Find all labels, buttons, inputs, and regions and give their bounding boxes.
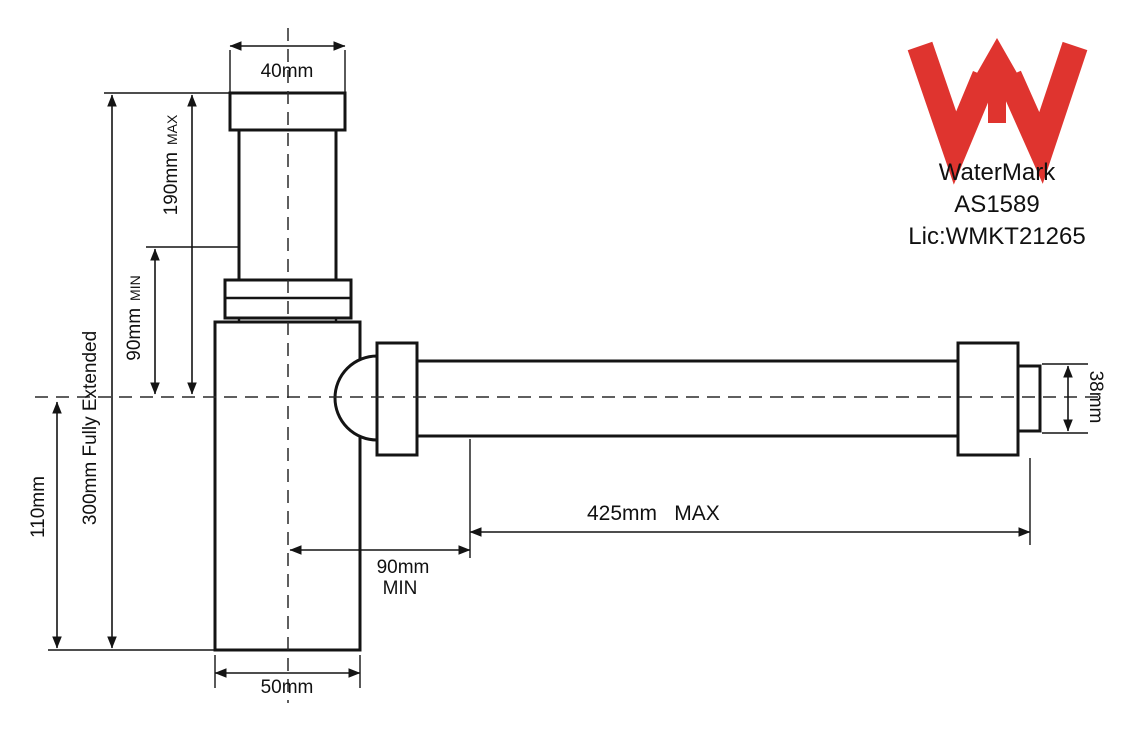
outlet-dome: [333, 354, 379, 442]
label-inlet-max-value: 190mm: [161, 152, 182, 215]
label-outlet-max-value: 425mm: [587, 502, 657, 525]
outlet-nut-left: [375, 341, 419, 457]
label-inlet-min: 90mm MIN: [124, 275, 145, 360]
label-outlet-min-qualifier: MIN: [383, 578, 418, 599]
label-fully-extended: 300mm Fully Extended: [80, 331, 101, 525]
watermark-brand: WaterMark: [939, 159, 1056, 186]
dimension-lines: [48, 41, 1088, 688]
label-inlet-max-qualifier: MAX: [164, 114, 180, 145]
dimension-labels: 40mm 190mmMAX 90mmMIN 300mm Fully Extend…: [28, 61, 1106, 698]
watermark-license: Lic:WMKT21265: [908, 223, 1085, 250]
bottle-trap-outline: [213, 91, 1042, 652]
watermark-standard: AS1589: [954, 191, 1039, 218]
watermark-up-arrow-icon: [973, 38, 1021, 123]
label-inlet-min-value: 90mm: [124, 308, 145, 361]
label-base-width: 50mm: [261, 677, 314, 698]
watermark-logo: [907, 38, 1088, 185]
label-outlet-max-qualifier: MAX: [674, 502, 720, 525]
label-outlet-diameter: 38mm: [1085, 371, 1106, 424]
outlet-pipe: [395, 359, 960, 438]
label-inlet-min-qualifier: MIN: [127, 275, 143, 301]
outlet-stub: [1016, 364, 1042, 433]
outlet-nut-right: [956, 341, 1020, 457]
label-inlet-max: 190mm MAX: [161, 114, 182, 215]
label-outlet-min-value: 90mm: [377, 557, 430, 578]
label-body-depth: 110mm: [28, 476, 49, 538]
centerlines: [35, 28, 1105, 703]
watermark-w-left-stroke: [907, 41, 997, 185]
label-top-width: 40mm: [261, 61, 314, 82]
watermark-w-right-stroke: [997, 41, 1088, 184]
